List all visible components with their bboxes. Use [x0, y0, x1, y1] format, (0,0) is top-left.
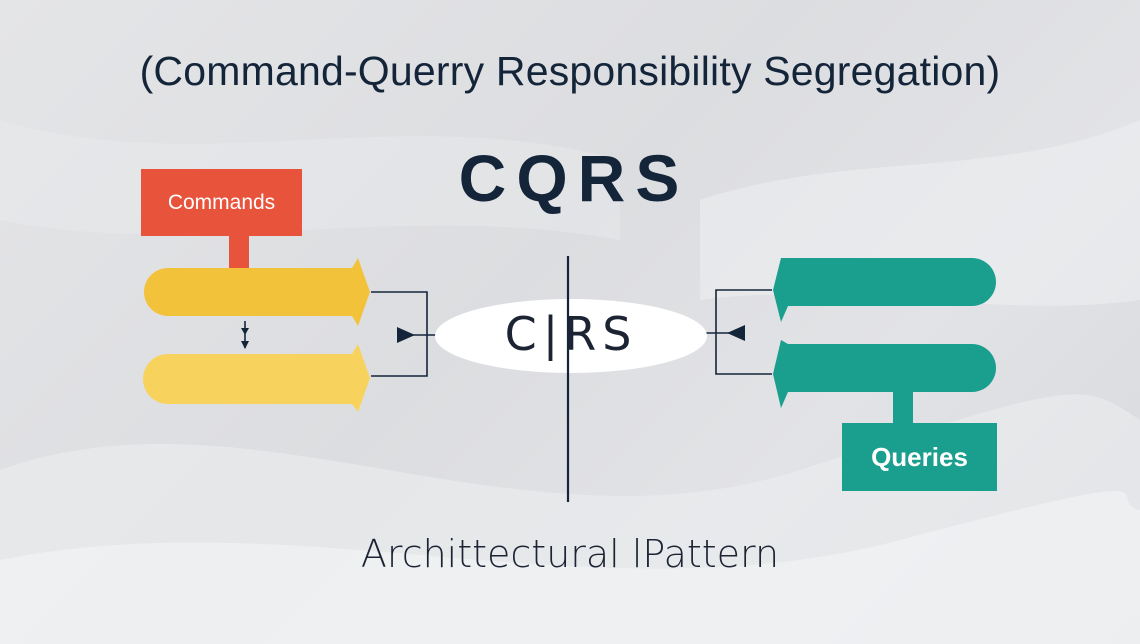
command-bar-bottom	[143, 344, 370, 412]
subtitle: (Command-Querry Responsibility Segregati…	[139, 48, 1001, 94]
commands-stem	[229, 234, 249, 272]
page-title: CQRS	[458, 141, 690, 215]
center-ellipse	[435, 299, 707, 373]
command-bar-top	[144, 258, 370, 326]
query-bar-top	[773, 258, 996, 322]
queries-label: Queries	[842, 423, 997, 491]
left-arrowhead-icon	[397, 327, 415, 343]
queries-stem	[893, 390, 913, 426]
footer-caption: Archittectural lPattern	[360, 532, 780, 576]
commands-label: Commands	[141, 169, 302, 236]
ellipse-label: C|RS	[504, 307, 638, 361]
right-arrowhead-icon	[727, 325, 745, 341]
query-bar-bottom	[773, 340, 996, 408]
down-arrow-icon	[241, 321, 249, 349]
